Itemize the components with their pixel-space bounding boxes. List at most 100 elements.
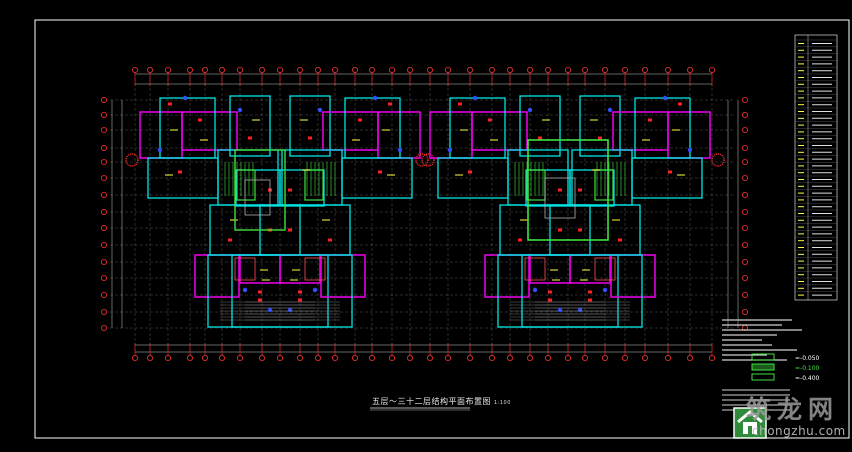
stair-spiral	[711, 153, 725, 167]
core-wall	[527, 139, 609, 241]
column-tag	[198, 118, 202, 122]
axis-bubble-bottom	[296, 354, 303, 361]
axis-bubble-bottom	[444, 354, 451, 361]
plan-room	[549, 204, 641, 256]
axis-bubble-bottom	[709, 354, 716, 361]
column-tag	[228, 238, 232, 242]
column-tag	[388, 102, 392, 106]
plan-room	[497, 254, 619, 328]
legend-swatch-1	[751, 353, 775, 361]
axis-bubble-bottom	[622, 354, 629, 361]
plan-room	[529, 254, 571, 284]
core-wall	[234, 149, 286, 231]
watermark-chinese: 筑龙网	[746, 395, 840, 424]
axis-markers	[101, 67, 749, 361]
axis-bubble-top	[368, 67, 375, 74]
axis-bubble-top	[218, 67, 225, 74]
axis-bubble-bottom	[186, 354, 193, 361]
plan-room	[235, 169, 281, 207]
column-tag	[648, 118, 652, 122]
axis-bubble-left	[101, 158, 108, 165]
plan-room	[507, 149, 569, 206]
stair-spiral	[421, 153, 435, 167]
axis-bubble-top	[709, 67, 716, 74]
column-tag	[468, 170, 472, 174]
column-tag	[488, 118, 492, 122]
plan-room	[181, 111, 238, 151]
axis-bubble-right	[742, 308, 749, 315]
column-tag	[288, 188, 292, 192]
column-tag	[258, 290, 262, 294]
axis-bubble-right	[742, 158, 749, 165]
axis-bubble-top	[687, 67, 694, 74]
axis-bubble-bottom	[687, 354, 694, 361]
axis-bubble-top	[388, 67, 395, 74]
axis-bubble-top	[146, 67, 153, 74]
plan-room	[234, 257, 256, 281]
axis-bubble-bottom	[368, 354, 375, 361]
axis-bubble-top	[331, 67, 338, 74]
plan-room	[594, 169, 614, 201]
axis-bubble-right	[742, 191, 749, 198]
column-tag	[328, 238, 332, 242]
plan-room	[521, 254, 643, 328]
column-tag	[378, 170, 382, 174]
column-tag	[558, 188, 562, 192]
plan-room	[526, 169, 546, 201]
column-tag	[308, 136, 312, 140]
axis-bubble-bottom	[314, 354, 321, 361]
annotation-marker	[602, 287, 608, 293]
axis-bubble-left	[101, 208, 108, 215]
axis-bubble-left	[101, 97, 108, 104]
axis-bubble-top	[351, 67, 358, 74]
annotation-marker	[397, 147, 403, 153]
column-tag	[298, 290, 302, 294]
axis-bubble-left	[101, 291, 108, 298]
axis-grid	[110, 78, 735, 352]
column-tag	[168, 102, 172, 106]
axis-bubble-right	[742, 97, 749, 104]
axis-bubble-bottom	[602, 354, 609, 361]
axis-bubble-top	[602, 67, 609, 74]
axis-bubble-right	[742, 144, 749, 151]
axis-bubble-bottom	[131, 354, 138, 361]
axis-bubble-left	[101, 258, 108, 265]
plan-room	[229, 95, 271, 157]
column-tag	[518, 238, 522, 242]
plan-room	[159, 97, 216, 159]
legend-swatch-2	[751, 363, 775, 371]
plan-room	[322, 111, 379, 151]
axis-bubble-top	[665, 67, 672, 74]
plan-room	[289, 95, 331, 157]
axis-bubble-left	[101, 112, 108, 119]
watermark: 筑龙网 chongzhu.com	[692, 390, 852, 452]
plan-room	[231, 254, 353, 328]
plan-room	[449, 97, 506, 159]
axis-bubble-top	[622, 67, 629, 74]
axis-bubble-left	[101, 127, 108, 134]
axis-bubble-left	[101, 241, 108, 248]
axis-bubble-right	[742, 112, 749, 119]
drawing-title-text: 五层～三十二层结构平面布置图	[372, 397, 491, 406]
axis-bubble-bottom	[236, 354, 243, 361]
lift-shaft	[244, 179, 271, 216]
axis-bubble-right	[742, 224, 749, 231]
annotation-marker	[157, 147, 163, 153]
column-tag	[578, 188, 582, 192]
column-tag	[178, 170, 182, 174]
annotation-marker	[662, 95, 668, 101]
annotation-marker	[527, 107, 533, 113]
drawing-frame	[34, 19, 850, 439]
column-tag	[538, 136, 542, 140]
annotation-marker	[267, 307, 273, 313]
annotation-marker	[242, 287, 248, 293]
annotation-marker	[447, 147, 453, 153]
annotation-marker	[557, 307, 563, 313]
watermark-domain: chongzhu.com	[752, 424, 846, 438]
annotation-marker	[182, 95, 188, 101]
plan-room	[519, 95, 561, 157]
axis-bubble-bottom	[146, 354, 153, 361]
axis-bubble-top	[131, 67, 138, 74]
